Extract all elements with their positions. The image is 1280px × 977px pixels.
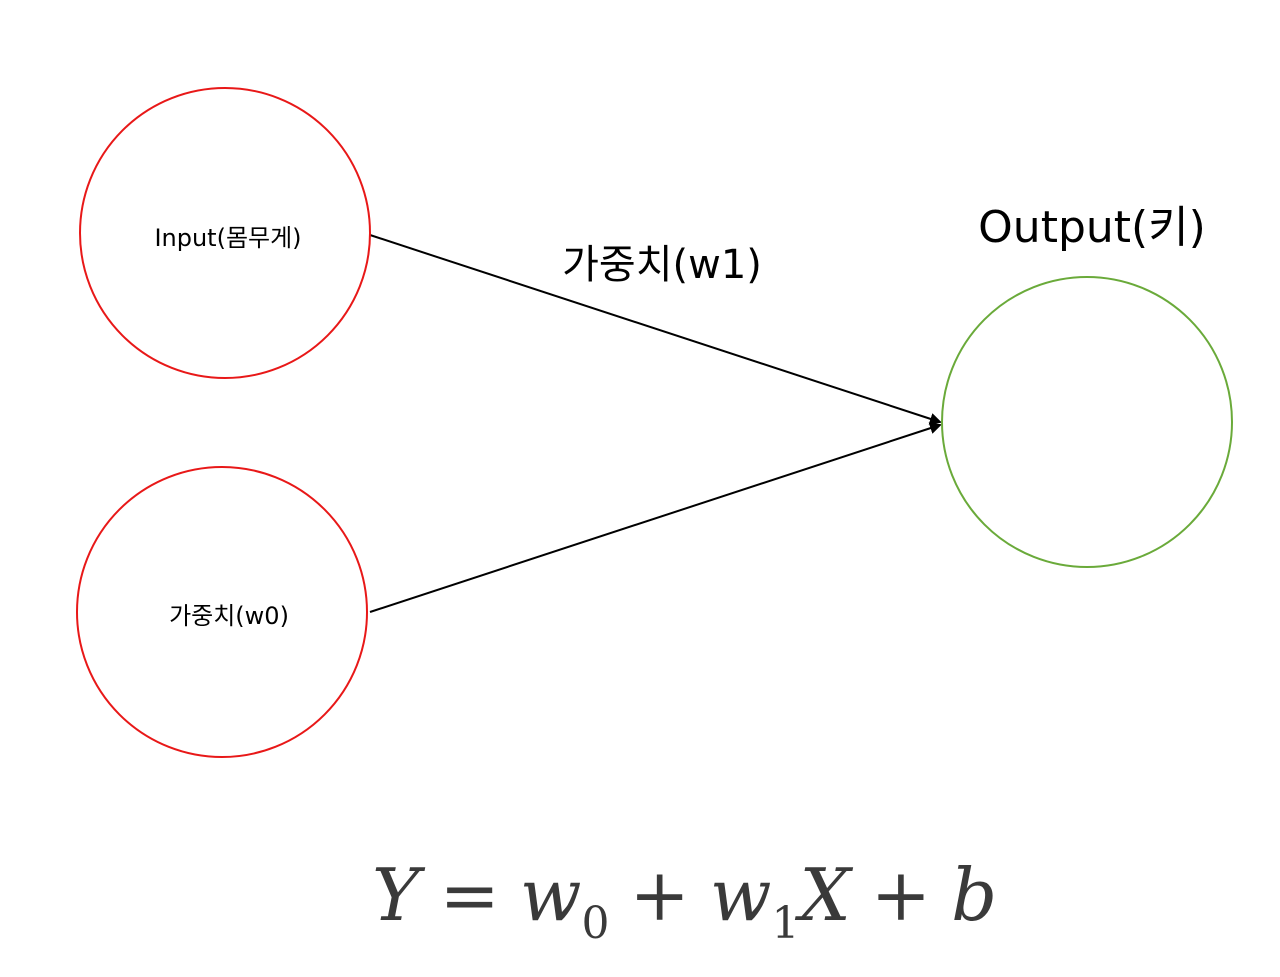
regression-formula: Y=w0+w1X+b [372,845,998,949]
bias-weight-node [76,466,368,758]
formula-b: b [951,853,998,937]
output-node [941,276,1233,568]
formula-plus-2: + [870,853,932,937]
formula-w0-subscript: 0 [581,898,610,949]
formula-x: X [799,853,851,937]
formula-y: Y [372,853,420,937]
formula-w0: w [519,853,582,937]
edge-bias-to-output [369,422,942,613]
formula-w1-subscript: 1 [771,898,800,949]
edge-input-to-output [369,234,942,425]
formula-plus-1: + [629,853,690,937]
bias-weight-node-label: 가중치(w0) [169,602,289,630]
input-node [79,87,371,379]
formula-w1: w [709,853,772,937]
edge-weight-label: 가중치(w1) [562,242,762,288]
formula-equals: = [439,853,500,937]
input-node-label: Input(몸무게) [154,224,301,252]
output-node-label: Output(키) [978,202,1206,253]
